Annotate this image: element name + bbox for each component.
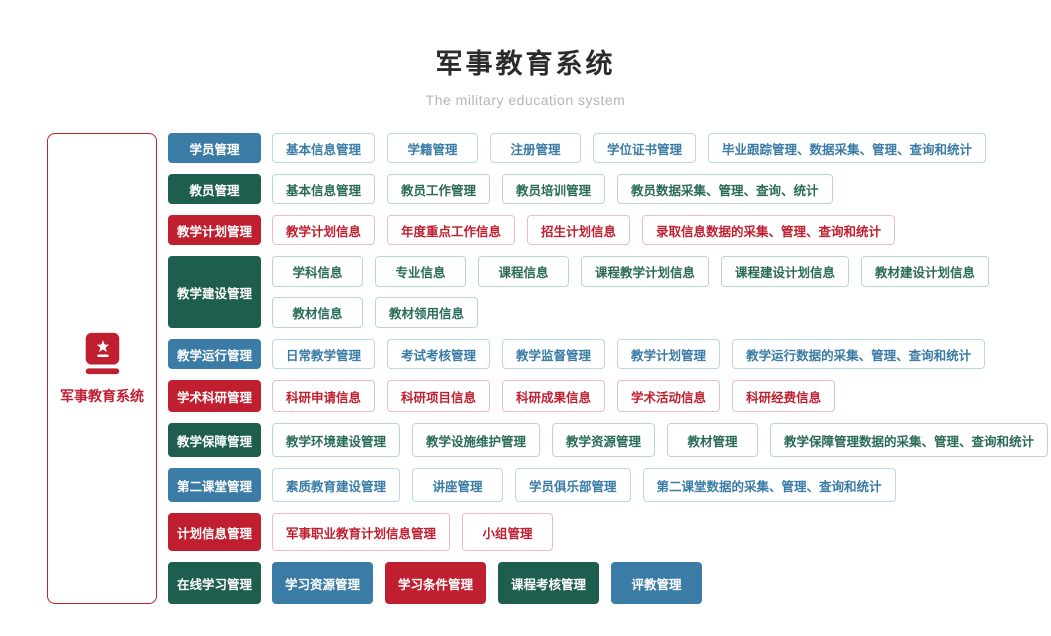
sub-item-lines: 教学环境建设管理教学设施维护管理教学资源管理教材管理教学保障管理数据的采集、管理… <box>272 423 1049 457</box>
page-header: 军事教育系统 The military education system <box>0 0 1051 108</box>
sub-item-line: 学习资源管理学习条件管理课程考核管理评教管理 <box>272 562 703 604</box>
book-star-icon <box>79 331 125 377</box>
sub-item-lines: 学习资源管理学习条件管理课程考核管理评教管理 <box>272 562 703 604</box>
category-button[interactable]: 教学运行管理 <box>168 339 261 369</box>
category-row: 教学运行管理日常教学管理考试考核管理教学监督管理教学计划管理教学运行数据的采集、… <box>168 339 1048 369</box>
root-node[interactable]: 军事教育系统 <box>47 133 157 604</box>
sub-item-lines: 教学计划信息年度重点工作信息招生计划信息录取信息数据的采集、管理、查询和统计 <box>272 215 896 245</box>
sub-item-button[interactable]: 课程教学计划信息 <box>581 256 710 287</box>
sub-item-button[interactable]: 学习资源管理 <box>272 562 374 604</box>
sub-item-lines: 科研申请信息科研项目信息科研成果信息学术活动信息科研经费信息 <box>272 380 836 412</box>
sub-item-line: 基本信息管理学籍管理注册管理学位证书管理毕业跟踪管理、数据采集、管理、查询和统计 <box>272 133 987 163</box>
sub-item-button[interactable]: 录取信息数据的采集、管理、查询和统计 <box>642 215 896 245</box>
sub-item-lines: 日常教学管理考试考核管理教学监督管理教学计划管理教学运行数据的采集、管理、查询和… <box>272 339 986 369</box>
sub-item-button[interactable]: 教材领用信息 <box>375 297 479 328</box>
sub-item-button[interactable]: 学位证书管理 <box>593 133 697 163</box>
sub-item-button[interactable]: 教学环境建设管理 <box>272 423 401 457</box>
sub-item-button[interactable]: 素质教育建设管理 <box>272 468 401 502</box>
sub-item-line: 学科信息专业信息课程信息课程教学计划信息课程建设计划信息教材建设计划信息 <box>272 256 990 287</box>
sub-item-button[interactable]: 小组管理 <box>462 513 554 551</box>
category-button[interactable]: 教学建设管理 <box>168 256 261 328</box>
category-row: 学员管理基本信息管理学籍管理注册管理学位证书管理毕业跟踪管理、数据采集、管理、查… <box>168 133 1048 163</box>
sub-item-button[interactable]: 教学资源管理 <box>552 423 656 457</box>
category-button[interactable]: 计划信息管理 <box>168 513 261 551</box>
sub-item-line: 基本信息管理教员工作管理教员培训管理教员数据采集、管理、查询、统计 <box>272 174 833 204</box>
sub-item-button[interactable]: 教学保障管理数据的采集、管理、查询和统计 <box>770 423 1049 457</box>
sub-item-button[interactable]: 教学监督管理 <box>502 339 606 369</box>
root-node-label: 军事教育系统 <box>60 388 144 404</box>
sub-item-button[interactable]: 教员数据采集、管理、查询、统计 <box>617 174 833 204</box>
sub-item-button[interactable]: 学员俱乐部管理 <box>515 468 631 502</box>
sub-item-lines: 基本信息管理教员工作管理教员培训管理教员数据采集、管理、查询、统计 <box>272 174 833 204</box>
category-button[interactable]: 在线学习管理 <box>168 562 261 604</box>
sub-item-button[interactable]: 讲座管理 <box>412 468 504 502</box>
sub-item-lines: 基本信息管理学籍管理注册管理学位证书管理毕业跟踪管理、数据采集、管理、查询和统计 <box>272 133 987 163</box>
sub-item-button[interactable]: 科研项目信息 <box>387 380 491 412</box>
category-row: 学术科研管理科研申请信息科研项目信息科研成果信息学术活动信息科研经费信息 <box>168 380 1048 412</box>
page: 军事教育系统 The military education system 军事教… <box>0 0 1051 604</box>
sub-item-button[interactable]: 课程考核管理 <box>498 562 600 604</box>
sub-item-button[interactable]: 基本信息管理 <box>272 174 376 204</box>
sub-item-button[interactable]: 课程信息 <box>478 256 569 287</box>
sub-item-button[interactable]: 教员工作管理 <box>387 174 491 204</box>
sub-item-button[interactable]: 学科信息 <box>272 256 363 287</box>
sub-item-button[interactable]: 课程建设计划信息 <box>721 256 850 287</box>
sub-item-button[interactable]: 考试考核管理 <box>387 339 491 369</box>
sub-item-button[interactable]: 教学计划管理 <box>617 339 721 369</box>
category-button[interactable]: 教员管理 <box>168 174 261 204</box>
diagram: 军事教育系统 学员管理基本信息管理学籍管理注册管理学位证书管理毕业跟踪管理、数据… <box>0 108 1051 604</box>
sub-item-button[interactable]: 教学运行数据的采集、管理、查询和统计 <box>732 339 986 369</box>
sub-item-button[interactable]: 教材管理 <box>667 423 759 457</box>
category-row: 教学保障管理教学环境建设管理教学设施维护管理教学资源管理教材管理教学保障管理数据… <box>168 423 1049 457</box>
sub-item-button[interactable]: 毕业跟踪管理、数据采集、管理、查询和统计 <box>708 133 987 163</box>
sub-item-line: 教学计划信息年度重点工作信息招生计划信息录取信息数据的采集、管理、查询和统计 <box>272 215 896 245</box>
sub-item-button[interactable]: 注册管理 <box>490 133 582 163</box>
sub-item-button[interactable]: 年度重点工作信息 <box>387 215 516 245</box>
sub-item-button[interactable]: 专业信息 <box>375 256 466 287</box>
category-row: 教学建设管理学科信息专业信息课程信息课程教学计划信息课程建设计划信息教材建设计划… <box>168 256 1048 328</box>
sub-item-button[interactable]: 科研申请信息 <box>272 380 376 412</box>
category-button[interactable]: 学术科研管理 <box>168 380 261 412</box>
sub-item-button[interactable]: 教材建设计划信息 <box>861 256 990 287</box>
sub-item-button[interactable]: 日常教学管理 <box>272 339 376 369</box>
sub-item-button[interactable]: 科研经费信息 <box>732 380 836 412</box>
sub-item-lines: 军事职业教育计划信息管理小组管理 <box>272 513 554 551</box>
sub-item-lines: 学科信息专业信息课程信息课程教学计划信息课程建设计划信息教材建设计划信息教材信息… <box>272 256 990 328</box>
sub-item-button[interactable]: 教学计划信息 <box>272 215 376 245</box>
sub-item-button[interactable]: 教学设施维护管理 <box>412 423 541 457</box>
sub-item-button[interactable]: 基本信息管理 <box>272 133 376 163</box>
sub-item-line: 教材信息教材领用信息 <box>272 297 989 328</box>
sub-item-button[interactable]: 教员培训管理 <box>502 174 606 204</box>
category-rows: 学员管理基本信息管理学籍管理注册管理学位证书管理毕业跟踪管理、数据采集、管理、查… <box>168 133 1049 604</box>
category-button[interactable]: 教学计划管理 <box>168 215 261 245</box>
sub-item-button[interactable]: 招生计划信息 <box>527 215 631 245</box>
page-subtitle: The military education system <box>425 92 626 108</box>
category-row: 教学计划管理教学计划信息年度重点工作信息招生计划信息录取信息数据的采集、管理、查… <box>168 215 1048 245</box>
page-title: 军事教育系统 <box>435 49 616 79</box>
sub-item-button[interactable]: 第二课堂数据的采集、管理、查询和统计 <box>642 468 896 502</box>
sub-item-line: 军事职业教育计划信息管理小组管理 <box>272 513 554 551</box>
sub-item-lines: 素质教育建设管理讲座管理学员俱乐部管理第二课堂数据的采集、管理、查询和统计 <box>272 468 896 502</box>
sub-item-line: 科研申请信息科研项目信息科研成果信息学术活动信息科研经费信息 <box>272 380 836 412</box>
category-button[interactable]: 学员管理 <box>168 133 261 163</box>
sub-item-button[interactable]: 评教管理 <box>611 562 703 604</box>
category-row: 第二课堂管理素质教育建设管理讲座管理学员俱乐部管理第二课堂数据的采集、管理、查询… <box>168 468 1048 502</box>
sub-item-button[interactable]: 学籍管理 <box>387 133 479 163</box>
category-button[interactable]: 第二课堂管理 <box>168 468 261 502</box>
sub-item-button[interactable]: 科研成果信息 <box>502 380 606 412</box>
sub-item-button[interactable]: 学术活动信息 <box>617 380 721 412</box>
category-row: 在线学习管理学习资源管理学习条件管理课程考核管理评教管理 <box>168 562 1048 604</box>
category-row: 教员管理基本信息管理教员工作管理教员培训管理教员数据采集、管理、查询、统计 <box>168 174 1048 204</box>
sub-item-line: 素质教育建设管理讲座管理学员俱乐部管理第二课堂数据的采集、管理、查询和统计 <box>272 468 896 502</box>
sub-item-line: 教学环境建设管理教学设施维护管理教学资源管理教材管理教学保障管理数据的采集、管理… <box>272 423 1049 457</box>
sub-item-button[interactable]: 学习条件管理 <box>385 562 487 604</box>
category-button[interactable]: 教学保障管理 <box>168 423 261 457</box>
sub-item-button[interactable]: 教材信息 <box>272 297 363 328</box>
sub-item-line: 日常教学管理考试考核管理教学监督管理教学计划管理教学运行数据的采集、管理、查询和… <box>272 339 986 369</box>
sub-item-button[interactable]: 军事职业教育计划信息管理 <box>272 513 451 551</box>
category-row: 计划信息管理军事职业教育计划信息管理小组管理 <box>168 513 1048 551</box>
